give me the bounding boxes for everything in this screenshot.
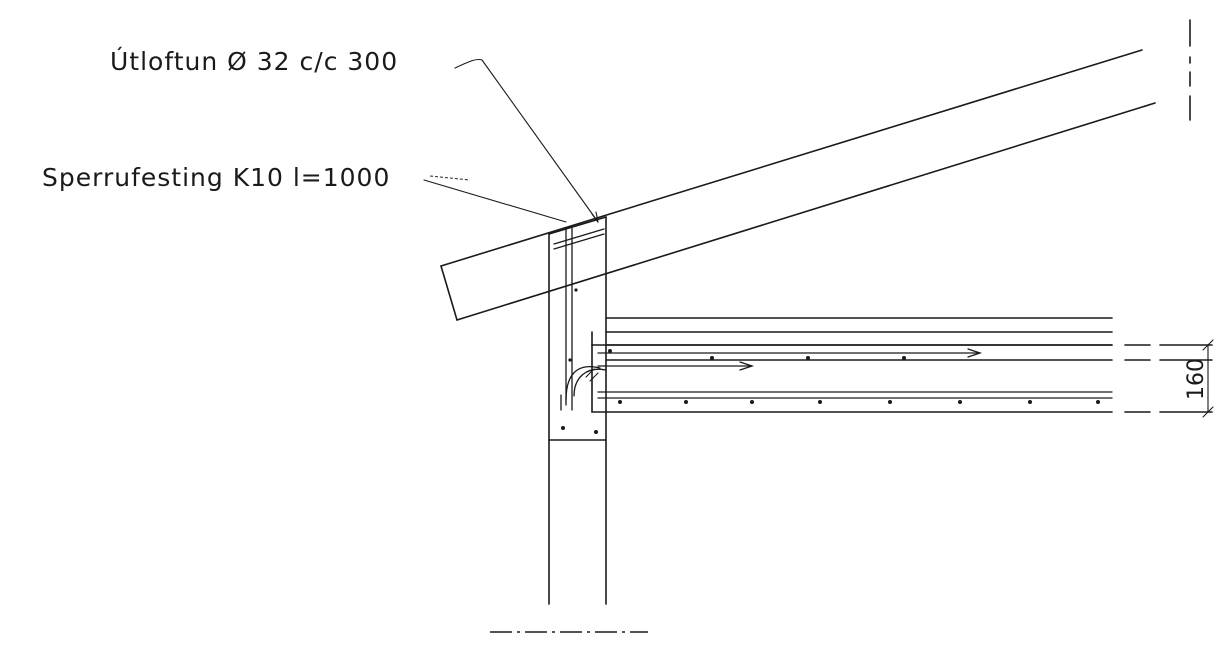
label-rafter-anchor-text: Sperrufesting K10 l=1000 [42,163,390,192]
dimension-160-label: 160 [1184,358,1209,400]
label-ventilation: Útloftun Ø 32 c/c 300 [110,46,599,223]
label-ventilation-text: Útloftun Ø 32 c/c 300 [110,46,398,76]
roof-top-edge [440,49,1143,267]
leader-rafter-anchor [423,179,567,223]
leader-ventilation [454,58,599,223]
roof-slab [440,49,1156,321]
roof-bottom-edge [456,102,1156,321]
slab-dimension: 160 [1184,339,1214,418]
slab-reinforcement [597,348,1113,404]
wall [548,216,607,605]
label-rafter-anchor: Sperrufesting K10 l=1000 [42,163,567,223]
roof-end-edge [440,265,458,321]
wall-reinforcement [553,227,607,434]
floor-slab-edges [591,344,1213,413]
floor-slab [591,317,1213,361]
